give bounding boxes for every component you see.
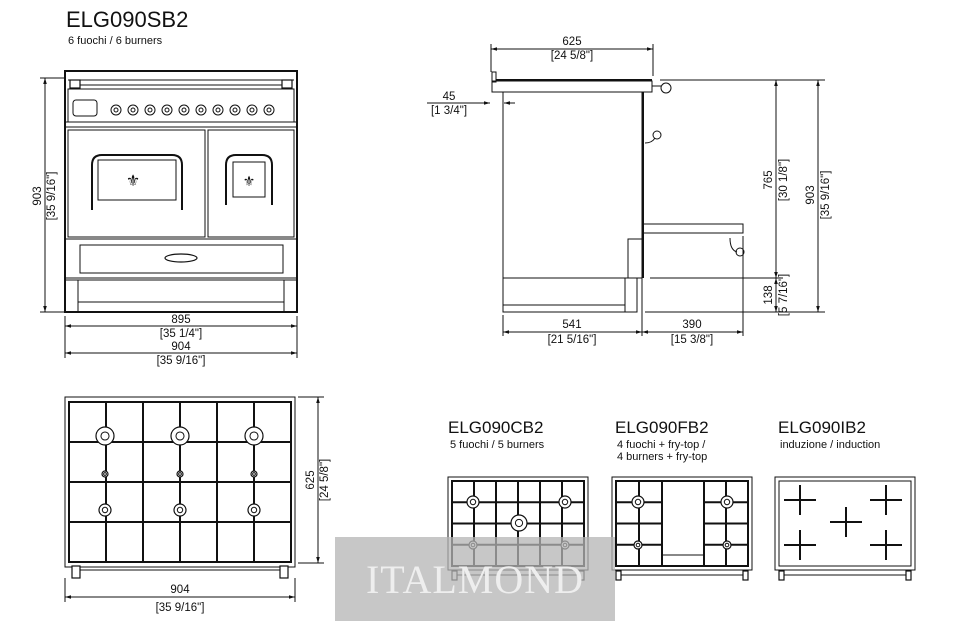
variant-ib2-title: ELG090IB2 bbox=[778, 418, 866, 437]
burner-icon bbox=[558, 495, 572, 509]
burner-icon bbox=[252, 472, 256, 476]
knob-icon bbox=[178, 104, 190, 116]
variant-cb2-subtitle: 5 fuochi / 5 burners bbox=[450, 439, 545, 451]
side-depth-mm: 625 bbox=[562, 36, 581, 48]
burner-icon bbox=[103, 472, 107, 476]
burner-icon bbox=[170, 426, 190, 446]
burner-icon bbox=[635, 542, 641, 548]
burner-icon bbox=[249, 431, 259, 441]
knob-icon bbox=[263, 104, 275, 116]
fleur-de-lis-icon: ⚜ bbox=[126, 173, 140, 190]
burner-icon bbox=[101, 506, 109, 514]
side-plinth-mm: 138 bbox=[763, 285, 775, 304]
burner-icon bbox=[244, 426, 264, 446]
side-cooktop-height-in: [30 1/8"] bbox=[778, 159, 790, 201]
side-total-height-in: [35 9/16"] bbox=[820, 171, 832, 220]
side-door-open-in: [15 3/8"] bbox=[671, 334, 713, 346]
front-width-mm: 904 bbox=[171, 341, 191, 353]
front-width-inner-in: [35 1/4"] bbox=[160, 328, 202, 340]
burner-icon bbox=[723, 498, 731, 506]
burner-icon bbox=[175, 431, 185, 441]
burner-icon bbox=[722, 540, 732, 550]
burner-icon bbox=[247, 503, 261, 517]
knob-icon bbox=[130, 107, 136, 113]
burner-icon bbox=[633, 540, 643, 550]
handle-rail bbox=[615, 570, 622, 581]
front-height-mm: 903 bbox=[32, 186, 44, 205]
front-view: ⚜ ⚜ 903 [35 9/16"] 895 [35 1/4"] 904 [35… bbox=[32, 70, 298, 367]
side-door-open-mm: 390 bbox=[682, 319, 701, 331]
burner-icon bbox=[101, 470, 109, 478]
variant-ib2-subtitle: induzione / induction bbox=[780, 439, 880, 451]
top-depth-mm: 625 bbox=[305, 470, 317, 489]
knob-icon bbox=[161, 104, 173, 116]
burner-icon bbox=[250, 506, 258, 514]
knob-icon bbox=[266, 107, 272, 113]
burner-icon bbox=[469, 498, 477, 506]
side-body-depth-in: [21 5/16"] bbox=[548, 334, 597, 346]
knob-icon bbox=[246, 104, 258, 116]
burner-icon bbox=[250, 470, 258, 478]
knob-icon bbox=[127, 104, 139, 116]
handle-rail bbox=[778, 570, 785, 581]
knob-icon bbox=[110, 104, 122, 116]
side-body-depth-mm: 541 bbox=[562, 319, 581, 331]
burner-icon bbox=[510, 514, 528, 532]
variant-cb2-title: ELG090CB2 bbox=[448, 418, 543, 437]
side-total-height-mm: 903 bbox=[805, 185, 817, 204]
knob-icon bbox=[144, 104, 156, 116]
front-width-inner-mm: 895 bbox=[171, 314, 190, 326]
side-cooktop-height-mm: 765 bbox=[763, 170, 775, 189]
variant-fb2-subtitle-2: 4 burners + fry-top bbox=[617, 451, 707, 463]
burner-icon bbox=[95, 426, 115, 446]
knob-icon bbox=[249, 107, 255, 113]
burner-icon bbox=[720, 495, 734, 509]
knob-icon bbox=[212, 104, 224, 116]
side-overhang-mm: 45 bbox=[443, 91, 456, 103]
knob-icon bbox=[147, 107, 153, 113]
burner-icon bbox=[514, 518, 524, 528]
main-model-title: ELG090SB2 bbox=[66, 7, 188, 32]
side-view: 625 [24 5/8"] 45 [1 3/4"] 765 [30 1/8"] … bbox=[427, 36, 832, 346]
top-view: 625 [24 5/8"] 904 [35 9/16"] bbox=[64, 396, 331, 614]
knob-icon bbox=[215, 107, 221, 113]
variant-fb2-subtitle-1: 4 fuochi + fry-top / bbox=[617, 439, 706, 451]
variant-ib2-top-view bbox=[774, 476, 916, 571]
front-width-in: [35 9/16"] bbox=[157, 355, 206, 367]
burner-icon bbox=[176, 506, 184, 514]
burner-icon bbox=[173, 503, 187, 517]
top-depth-in: [24 5/8"] bbox=[319, 459, 331, 501]
main-model-subtitle: 6 fuochi / 6 burners bbox=[68, 35, 163, 47]
top-width-mm: 904 bbox=[170, 584, 190, 596]
knob-icon bbox=[232, 107, 238, 113]
variant-fb2-title: ELG090FB2 bbox=[615, 418, 709, 437]
burner-icon bbox=[176, 470, 184, 478]
knob-icon bbox=[229, 104, 241, 116]
knob-icon bbox=[113, 107, 119, 113]
knob-icon bbox=[198, 107, 204, 113]
knob-icon bbox=[164, 107, 170, 113]
side-depth-in: [24 5/8"] bbox=[551, 50, 593, 62]
burner-icon bbox=[561, 498, 569, 506]
burner-icon bbox=[98, 503, 112, 517]
burner-icon bbox=[178, 472, 182, 476]
variant-fb2-top-view bbox=[611, 476, 753, 571]
watermark-text: ITALMOND bbox=[365, 556, 585, 602]
burner-icon bbox=[724, 542, 730, 548]
handle-rail bbox=[742, 570, 749, 581]
knob-icon bbox=[195, 104, 207, 116]
burner-icon bbox=[466, 495, 480, 509]
burner-icon bbox=[100, 431, 110, 441]
burner-icon bbox=[634, 498, 642, 506]
top-width-in: [35 9/16"] bbox=[156, 602, 205, 614]
side-plinth-in: [5 7/16"] bbox=[778, 274, 790, 316]
knob-icon bbox=[181, 107, 187, 113]
watermark: ITALMOND bbox=[335, 537, 615, 621]
side-overhang-in: [1 3/4"] bbox=[431, 105, 467, 117]
front-height-in: [35 9/16"] bbox=[46, 172, 58, 221]
burner-icon bbox=[631, 495, 645, 509]
fleur-de-lis-icon: ⚜ bbox=[243, 173, 256, 189]
handle-rail bbox=[905, 570, 912, 581]
